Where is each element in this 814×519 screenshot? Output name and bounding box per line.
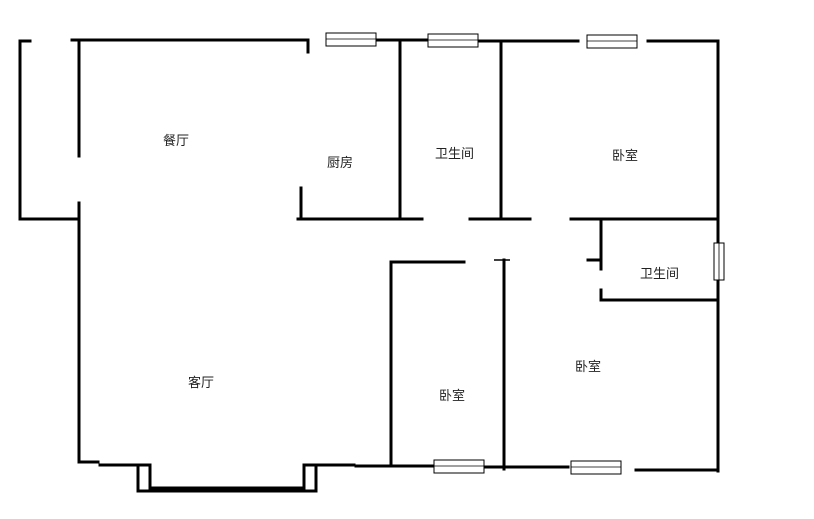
window-top-kitchen — [325, 32, 377, 47]
room-label-kitchen: 厨房 — [327, 155, 353, 171]
room-label-bathroom-top: 卫生间 — [435, 147, 474, 162]
room-label-dining: 餐厅 — [163, 133, 189, 149]
window-top-bedroom — [586, 34, 638, 49]
windows — [325, 32, 725, 475]
room-label-bathroom-small: 卫生间 — [640, 267, 679, 282]
room-labels: 餐厅 厨房 卫生间 卧室 卫生间 客厅 卧室 卧室 — [163, 133, 679, 404]
window-top-bathroom — [427, 33, 479, 48]
window-right-bathroom — [713, 242, 725, 281]
room-label-bedroom-top-right: 卧室 — [612, 148, 638, 164]
window-bottom-right-bedroom — [570, 460, 622, 475]
room-label-bedroom-bottom-middle: 卧室 — [439, 388, 465, 404]
window-bottom-middle-bedroom — [433, 459, 485, 474]
room-label-bedroom-bottom-right: 卧室 — [575, 359, 601, 375]
room-label-living: 客厅 — [188, 375, 214, 391]
walls — [18, 38, 720, 493]
